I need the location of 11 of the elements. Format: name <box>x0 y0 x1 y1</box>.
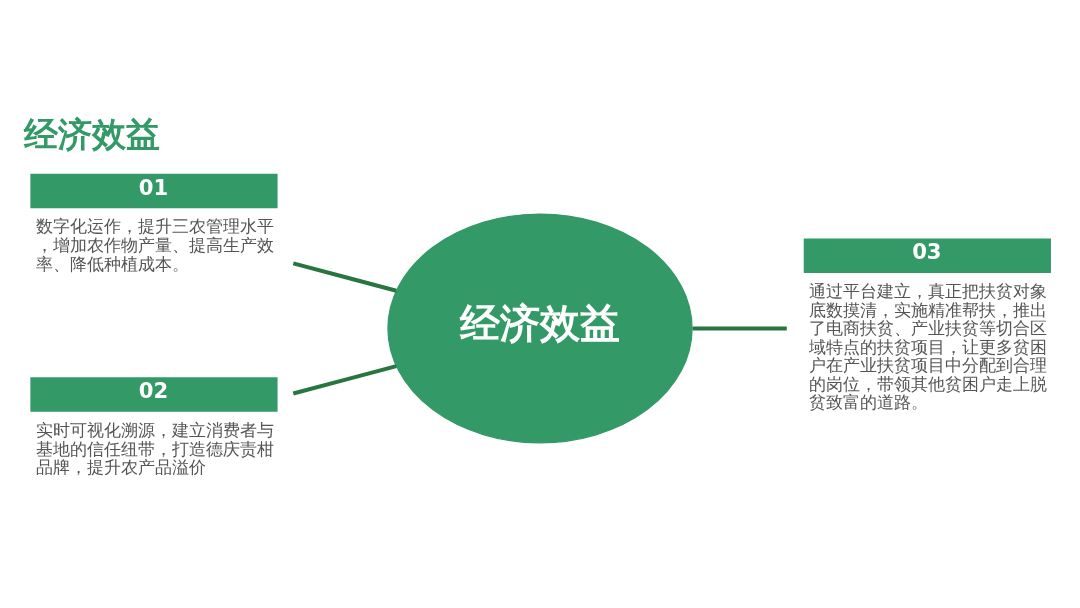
node-label: 实时可视化溯源，建立消费者与基地的信任纽带，打造德庆责柑品牌，提升农产品溢价 <box>35 420 274 478</box>
connector <box>292 364 397 396</box>
node-box: 02 <box>30 377 278 412</box>
node-ellipse: 经济效益 <box>387 213 693 444</box>
node-box: 03 <box>803 238 1051 273</box>
node-label: 数字化运作，提升三农管理水平，增加农作物产量、提高生产效率、降低种植成本。 <box>35 216 274 274</box>
connector <box>692 326 787 331</box>
diagram-title: 经济效益 <box>24 113 161 154</box>
connector <box>292 261 397 293</box>
node-label: 通过平台建立，真正把扶贫对象底数摸清，实施精准帮扶，推出了电商扶贫、产业扶贫等切合区域特点的扶贫项目，让更多贫困户在产业扶贫项目中分配到合理的岗位，带领其他贫困户走上脱贫致富的道路。 <box>809 281 1048 413</box>
node-box: 01 <box>30 173 278 209</box>
